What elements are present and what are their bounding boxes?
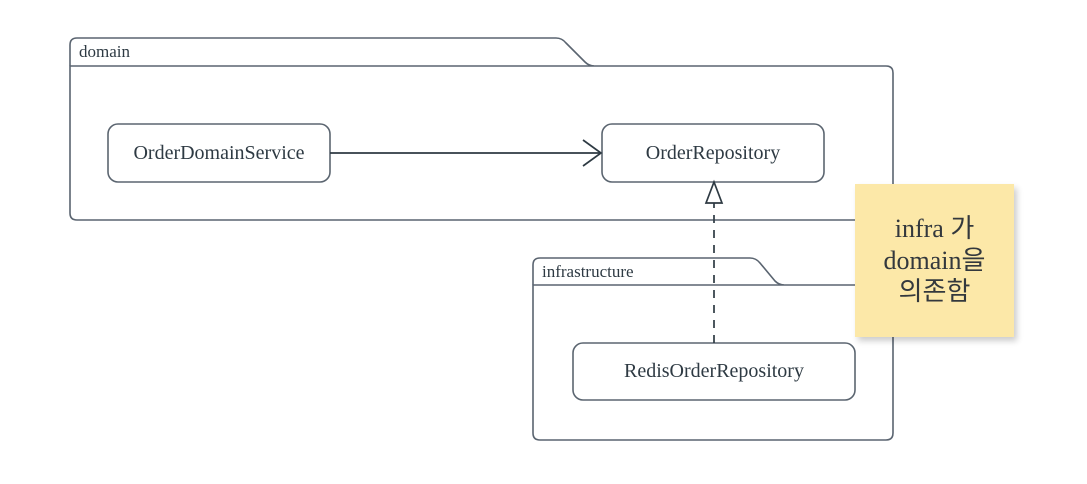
node-label-order-domain-service: OrderDomainService — [133, 141, 305, 164]
edge-uses-arrowhead-open-icon — [582, 139, 603, 167]
sticky-note-line-2: domain을 — [883, 245, 986, 275]
node-label-redis-order-repository: RedisOrderRepository — [624, 360, 804, 382]
package-tab-domain — [69, 37, 595, 67]
package-tab-infrastructure — [532, 257, 785, 286]
sticky-note-line-3: 의존함 — [898, 277, 971, 307]
sticky-note-line-1: infra 가 — [894, 213, 975, 243]
edge-implements-arrowhead-hollow-triangle-icon — [704, 179, 724, 204]
package-label-domain: domain — [79, 42, 130, 61]
sticky-note-annotation[interactable]: infra 가 domain을 의존함 — [855, 184, 1014, 337]
package-label-infrastructure: infrastructure — [542, 262, 634, 281]
node-label-order-repository: OrderRepository — [645, 141, 781, 164]
